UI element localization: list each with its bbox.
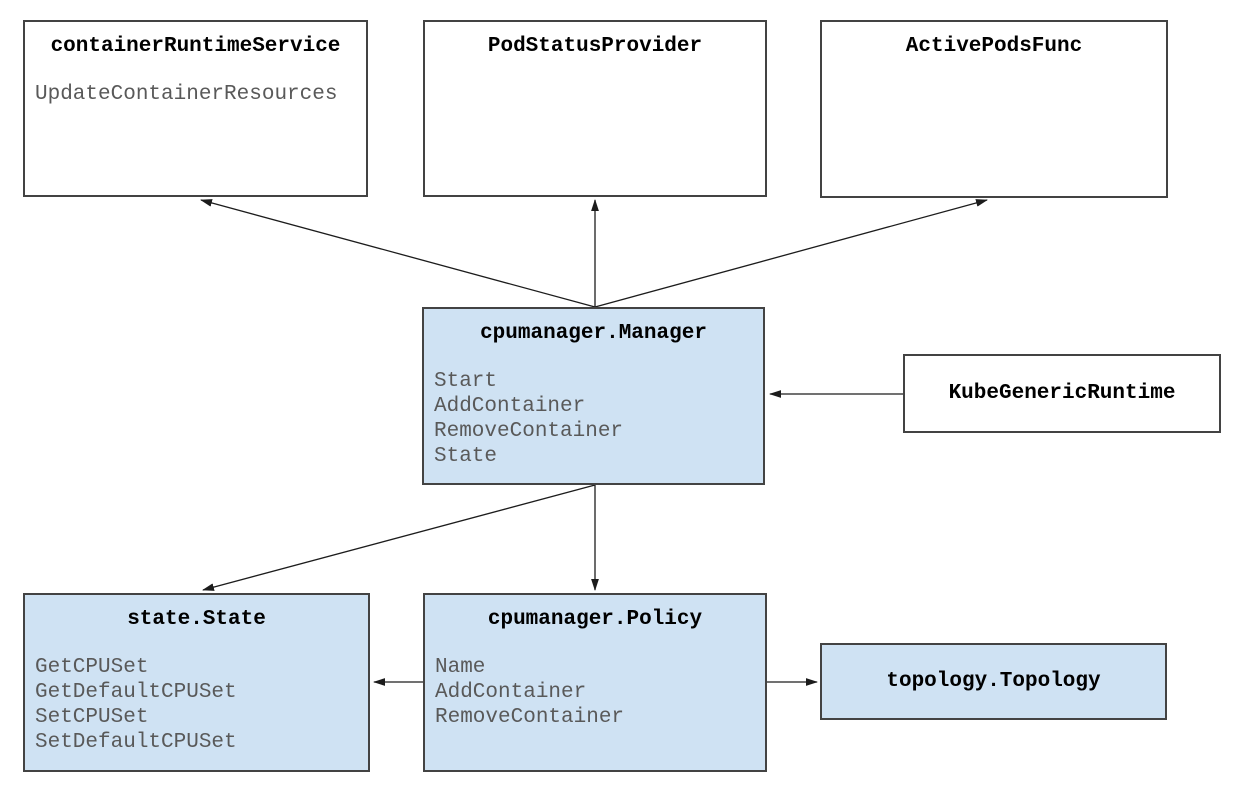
- method-label: GetDefaultCPUSet: [35, 681, 237, 704]
- method-label: SetDefaultCPUSet: [35, 731, 237, 754]
- node-methods: GetCPUSet GetDefaultCPUSet SetCPUSet Set…: [25, 655, 368, 755]
- method-label: RemoveContainer: [434, 420, 624, 443]
- method-label: UpdateContainerResources: [35, 83, 338, 106]
- node-container-runtime-service: containerRuntimeService UpdateContainerR…: [23, 20, 368, 197]
- node-cpumanager-manager: cpumanager.Manager Start AddContainer Re…: [422, 307, 765, 485]
- method-label: AddContainer: [435, 681, 587, 704]
- node-title: KubeGenericRuntime: [948, 381, 1176, 405]
- node-title: topology.Topology: [886, 669, 1101, 693]
- edge-manager-to-container-runtime-service: [200, 199, 596, 308]
- method-label: AddContainer: [434, 395, 586, 418]
- method-label: RemoveContainer: [435, 706, 625, 729]
- edge-manager-to-state: [202, 484, 596, 591]
- node-title: state.State: [127, 608, 266, 631]
- node-title: cpumanager.Policy: [487, 608, 703, 631]
- node-state-state: state.State GetCPUSet GetDefaultCPUSet S…: [23, 593, 370, 772]
- node-methods: UpdateContainerResources: [25, 82, 366, 107]
- edge-manager-to-active-pods-func: [594, 199, 988, 308]
- method-label: State: [434, 445, 498, 468]
- node-kube-generic-runtime: KubeGenericRuntime: [903, 354, 1221, 433]
- node-topology-topology: topology.Topology: [820, 643, 1167, 720]
- node-title: PodStatusProvider: [487, 35, 703, 58]
- node-title: cpumanager.Manager: [480, 322, 707, 345]
- node-title: ActivePodsFunc: [905, 35, 1083, 58]
- method-label: GetCPUSet: [35, 656, 149, 679]
- node-cpumanager-policy: cpumanager.Policy Name AddContainer Remo…: [423, 593, 767, 772]
- node-methods: Start AddContainer RemoveContainer State: [424, 369, 763, 469]
- node-methods: Name AddContainer RemoveContainer: [425, 655, 765, 730]
- method-label: Start: [434, 370, 498, 393]
- method-label: SetCPUSet: [35, 706, 149, 729]
- node-title: containerRuntimeService: [50, 35, 341, 58]
- node-active-pods-func: ActivePodsFunc: [820, 20, 1168, 198]
- method-label: Name: [435, 656, 486, 679]
- node-pod-status-provider: PodStatusProvider: [423, 20, 767, 197]
